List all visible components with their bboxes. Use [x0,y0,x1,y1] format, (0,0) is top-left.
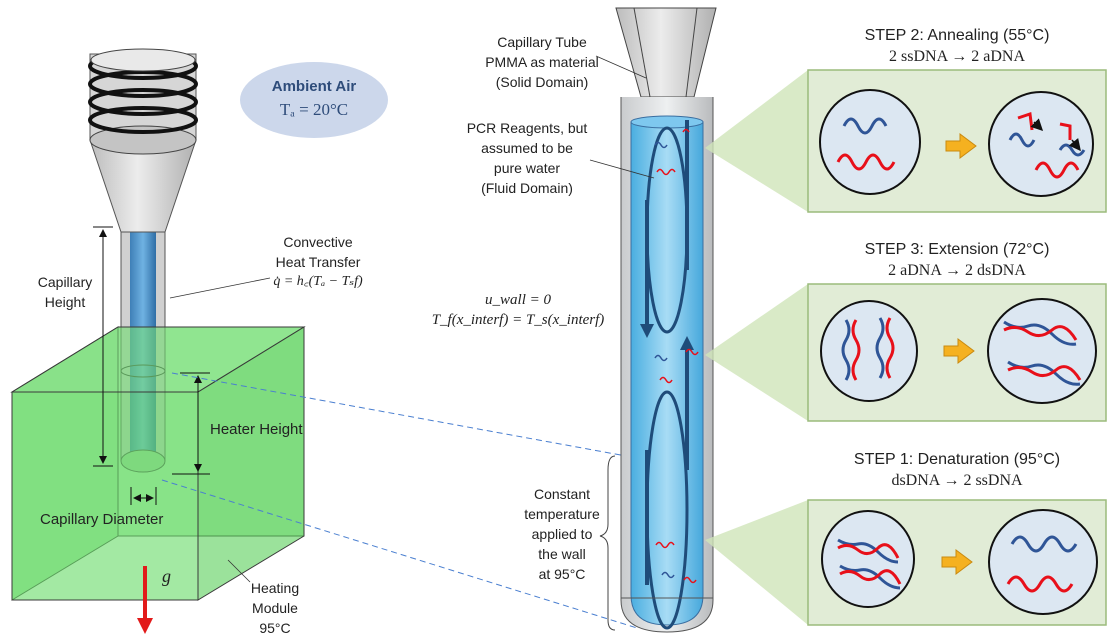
zoom-line-bottom [161,479,638,629]
heater-height-dim [172,372,210,475]
gravity-arrow [137,566,153,634]
convective-leader [169,277,271,299]
step3-title: STEP 3: Extension (72°C) [864,241,1050,258]
pcr-reagents-label: PCR Reagents, but assumed to be pure wat… [466,120,588,196]
step3-equation: 2 aDNA → 2 dsDNA [888,262,1026,279]
capillary-height-label: Capillary Height [37,274,93,310]
pcr-reagents-leader [589,159,655,179]
step1-equation: dsDNA → 2 ssDNA [891,472,1023,489]
step2-title: STEP 2: Annealing (55°C) [864,27,1050,44]
ambient-air-title: Ambient Air [271,78,357,95]
heating-module-label: Heating Module 95°C [250,580,300,636]
capillary-diameter-dim [130,487,157,505]
constant-temp-brace [599,455,616,631]
heater-height-label: Heater Height [210,421,303,438]
capillary-tube-leader [595,55,647,79]
tube-closeup [615,7,717,633]
ambient-air-temperature: Tₐ = 20°C [279,100,349,119]
step-panel-extension [705,283,1107,422]
capillary-height-dim [93,226,113,467]
step-panel-denaturation [705,499,1107,626]
gravity-label: g [162,566,171,586]
step-panel-annealing [705,69,1107,213]
zoom-line-top [171,372,638,459]
wall-conditions-label: u_wall = 0 T_f(x_interf) = T_s(x_interf) [431,292,605,328]
heating-module-front [10,326,306,601]
step1-title: STEP 1: Denaturation (95°C) [853,451,1061,468]
ambient-air-bubble [240,62,388,138]
constant-temperature-label: Constant temperature applied to the wall… [524,486,600,582]
heating-module-leader [227,559,251,583]
convective-heat-label: Convective Heat Transfer q̇ = h꜀(Tₐ − Tₛ… [273,234,363,289]
capillary-diameter-label: Capillary Diameter [40,511,164,528]
step2-equation: 2 ssDNA → 2 aDNA [889,48,1025,65]
capillary-tube-label: Capillary Tube PMMA as material (Solid D… [485,34,599,90]
